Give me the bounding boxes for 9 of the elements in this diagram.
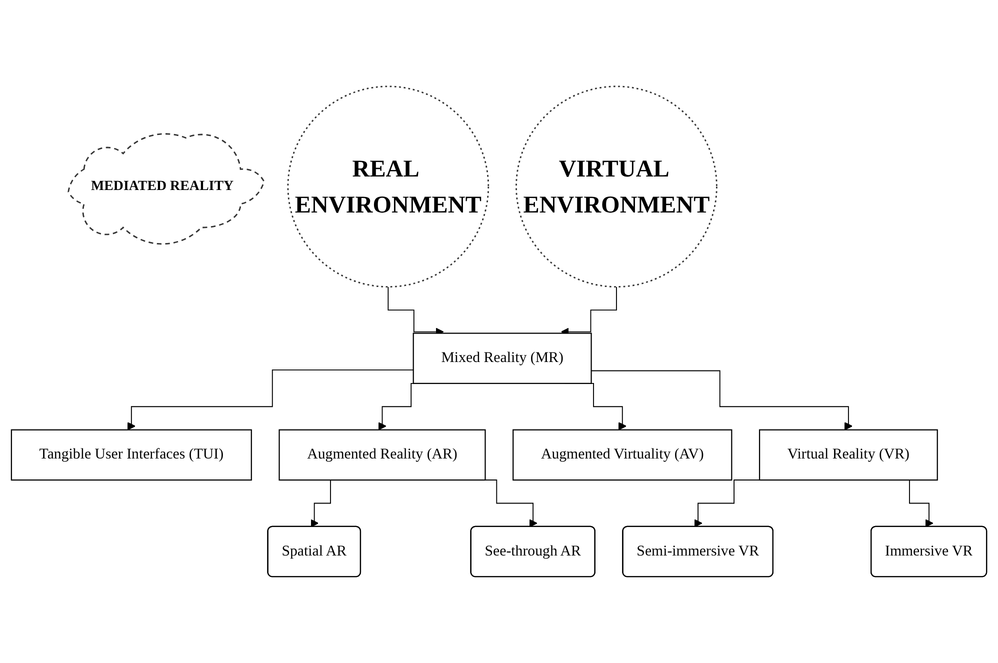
node-circle: VIRTUAL ENVIRONMENT — [516, 86, 718, 288]
arrow — [590, 370, 853, 430]
node-box: Augmented Virtuality (AV) — [512, 429, 732, 481]
node-box: Mixed Reality (MR) — [412, 332, 592, 384]
arrow — [127, 369, 414, 430]
node-box: Virtual Reality (VR) — [758, 429, 938, 481]
node-circle: REAL ENVIRONMENT — [287, 86, 490, 288]
node-box: Augmented Reality (AR) — [278, 429, 486, 481]
node-box: Tangible User Interfaces (TUI) — [10, 429, 252, 481]
